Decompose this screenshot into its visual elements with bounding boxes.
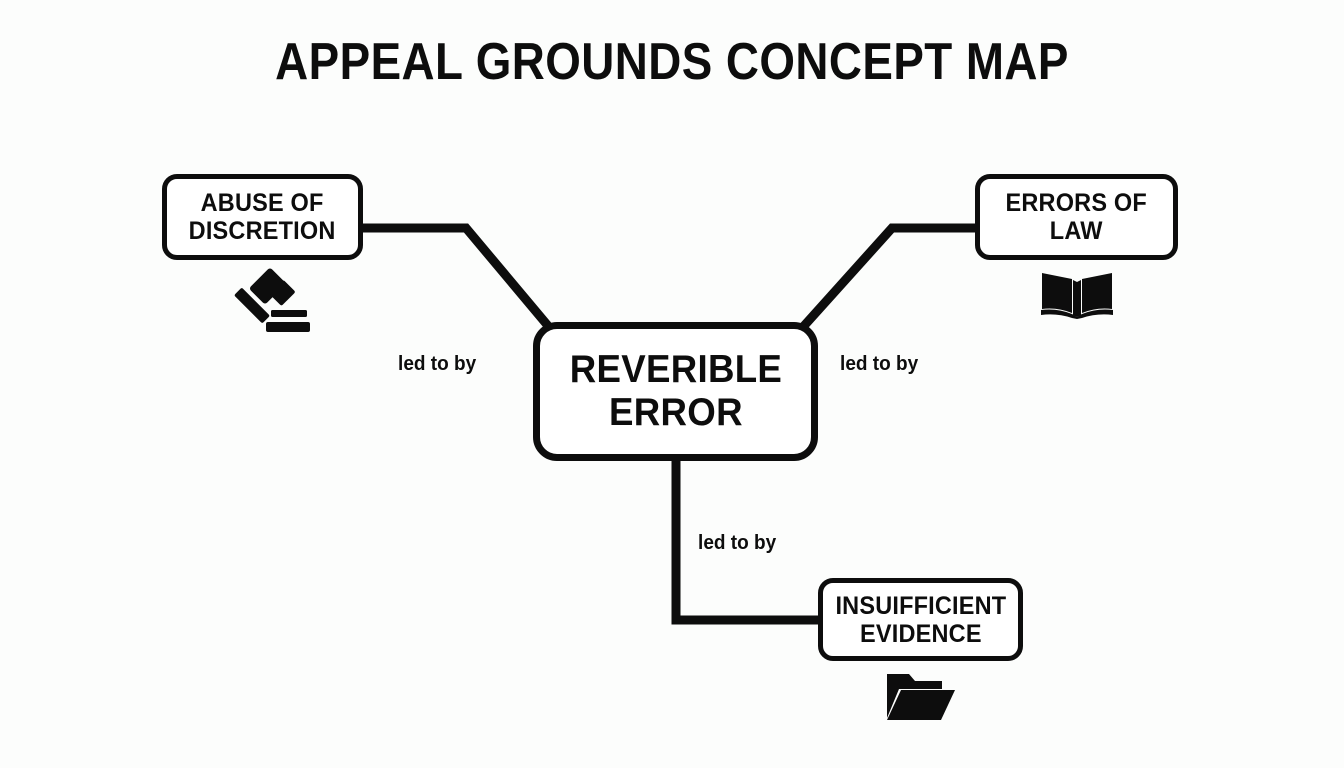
edge-label-abuse-of-discretion: led to by [398,353,477,375]
node-insuifficient-evidence[interactable]: INSUIFFICIENT EVIDENCE [818,578,1023,661]
edge-line-insuifficient-evidence [671,459,820,625]
node-abuse-of-discretion[interactable]: ABUSE OF DISCRETION [162,174,363,260]
gavel-icon [234,268,310,332]
node-label-line2: ERROR [608,390,743,434]
edge-line-errors-of-law [799,223,977,331]
node-label-errors-of-law: ERRORS OF LAW [1000,189,1153,245]
node-label-line1: ERRORS OF [1005,189,1148,217]
node-label-line2: LAW [1050,217,1103,245]
page-title: APPEAL GROUNDS CONCEPT MAP [275,33,1069,91]
folder-icon [887,674,955,720]
node-label-line1: INSUIFFICIENT [835,591,1006,620]
node-label-line2: EVIDENCE [859,619,982,648]
node-label-line1: ABUSE OF [201,189,324,217]
node-label-abuse-of-discretion: ABUSE OF DISCRETION [183,189,341,245]
node-label-insuifficient-evidence: INSUIFFICIENT EVIDENCE [829,592,1011,648]
node-label-reverible-error: REVERIBLE ERROR [564,347,788,435]
edge-line-abuse-of-discretion [363,223,553,330]
open-book-icon [1041,273,1113,319]
node-reverible-error[interactable]: REVERIBLE ERROR [533,322,818,461]
edge-label-insuifficient-evidence: led to by [698,532,777,554]
node-label-line1: REVERIBLE [569,347,782,391]
node-label-line2: DISCRETION [189,217,336,245]
node-errors-of-law[interactable]: ERRORS OF LAW [975,174,1178,260]
edge-label-errors-of-law: led to by [840,353,919,375]
